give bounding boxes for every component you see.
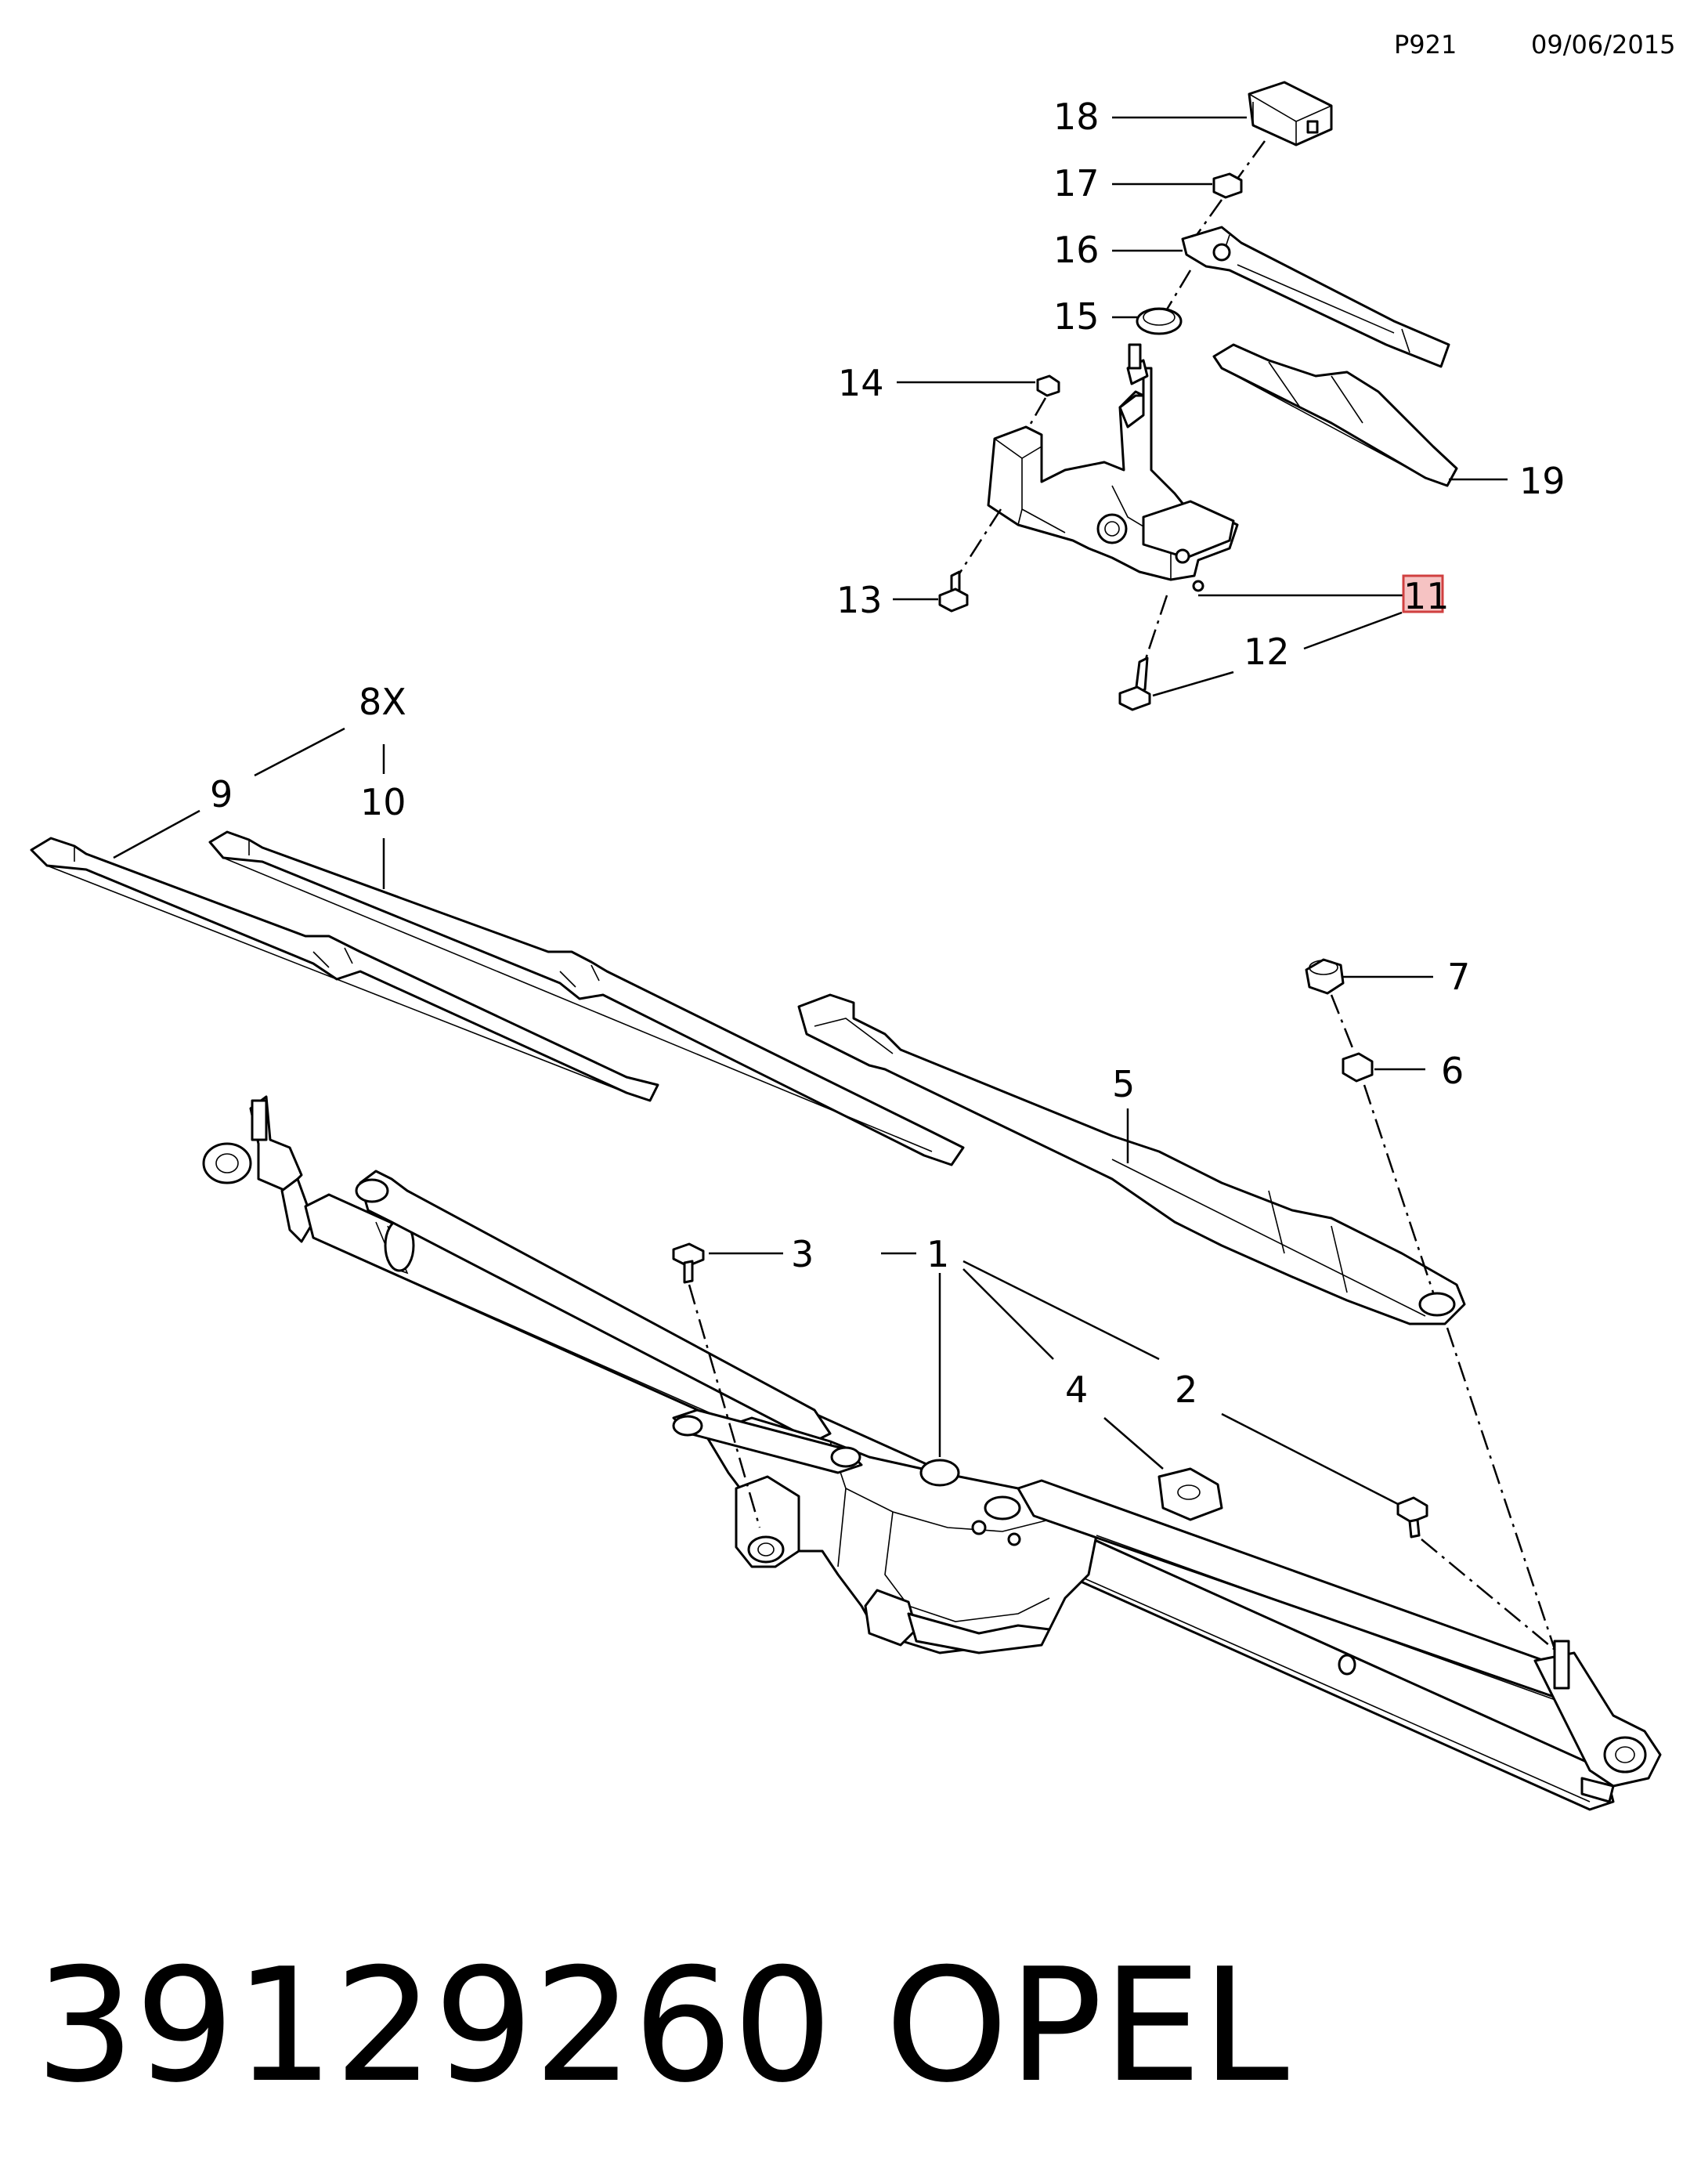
- callout-12: 12: [1244, 631, 1290, 673]
- part-3-screw: [672, 1242, 705, 1284]
- callout-14: 14: [838, 362, 884, 404]
- diagram-code: P921: [1394, 30, 1457, 60]
- part-17-nut: [1212, 172, 1243, 199]
- callout-18: 18: [1053, 96, 1100, 138]
- part-16-rear-arm: [1181, 226, 1450, 368]
- part-7-cap: [1305, 958, 1345, 995]
- part-18-cap: [1248, 81, 1333, 146]
- front-wiper-blades: [30, 727, 965, 1166]
- callout-16: 16: [1053, 229, 1100, 271]
- callout-11-highlight: [1402, 574, 1444, 613]
- part-10-passenger-blade: [208, 830, 965, 1166]
- diagram-date: 09/06/2015: [1531, 30, 1675, 60]
- callout-13: 13: [836, 579, 883, 621]
- callout-19: 19: [1519, 460, 1566, 502]
- part-1-linkage-and-motor: [202, 1095, 1662, 1811]
- part-13-bolt: [938, 570, 969, 613]
- part-2-screw: [1396, 1496, 1428, 1539]
- brand-name: OPEL: [885, 1935, 1289, 2117]
- callout-4: 4: [1065, 1369, 1088, 1411]
- part-4-mount: [1157, 1467, 1223, 1521]
- callout-9: 9: [210, 773, 233, 815]
- callout-6: 6: [1441, 1050, 1464, 1092]
- part-12-bolt: [1118, 656, 1151, 711]
- callout-10: 10: [360, 781, 406, 823]
- part-14-nut: [1036, 374, 1060, 397]
- callout-3: 3: [791, 1233, 814, 1275]
- rear-wiper-motor: [987, 343, 1239, 592]
- callout-15: 15: [1053, 295, 1100, 338]
- part-number: 39129260: [35, 1935, 832, 2117]
- callout-7: 7: [1447, 956, 1470, 998]
- part-6-nut: [1342, 1052, 1374, 1083]
- callout-8x: 8X: [359, 681, 406, 723]
- part-9-driver-blade: [30, 837, 659, 1102]
- part-5-front-arm: [797, 993, 1466, 1325]
- callout-17: 17: [1053, 162, 1100, 204]
- callout-2: 2: [1175, 1369, 1197, 1411]
- part-19-rear-blade: [1212, 343, 1458, 487]
- part-15-grommet: [1136, 307, 1183, 335]
- rear-wiper-assembly: [893, 81, 1508, 711]
- callout-1: 1: [926, 1233, 949, 1275]
- callout-5: 5: [1112, 1063, 1135, 1105]
- callout-11: 11: [1403, 575, 1450, 617]
